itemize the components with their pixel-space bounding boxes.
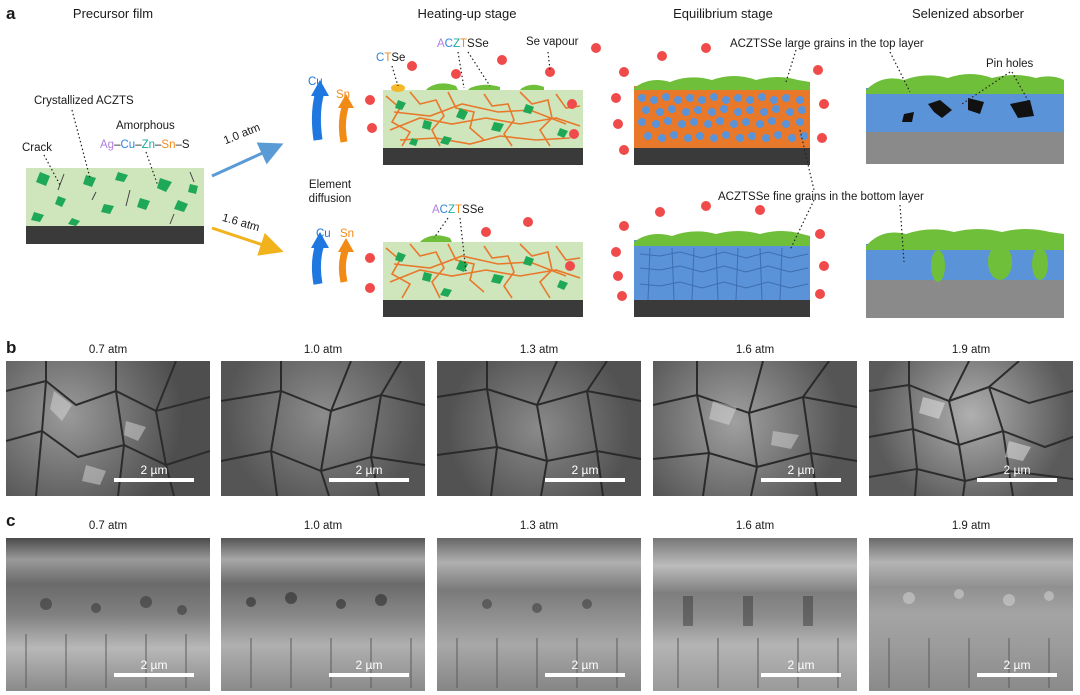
amorphous-label: Amorphous — [116, 120, 175, 132]
scale-bar-b2 — [329, 478, 409, 482]
scale-bar-b3 — [545, 478, 625, 482]
aczts-se-label-top: ACZTSSe — [437, 38, 489, 50]
panel-a-schematic — [26, 43, 1064, 318]
stage-absorber-title: Selenized absorber — [911, 6, 1025, 21]
scale-bar-c1 — [114, 673, 194, 677]
scale-bar-c3 — [545, 673, 625, 677]
pin-holes-label: Pin holes — [986, 58, 1034, 70]
acztsse-c2: C — [439, 204, 448, 216]
crystallized-aczts-label: Crystallized ACZTS — [34, 95, 134, 107]
scale-label-c3: 2 µm — [571, 658, 599, 672]
b-condition-5: 1.9 atm — [951, 344, 991, 356]
equilibrium-film-bottom — [634, 231, 810, 317]
acztsse-t: T — [460, 38, 468, 50]
comp-dash1: – — [114, 139, 121, 151]
sn-label-bottom: Sn — [340, 228, 355, 240]
absorber-film-top — [866, 74, 1064, 164]
comp-ag: Ag — [100, 139, 115, 151]
sem-surface-1: 2 µm — [6, 361, 210, 496]
crack-label: Crack — [22, 142, 53, 154]
b-condition-1: 0.7 atm — [88, 344, 128, 356]
sem-cross-section-1: 2 µm — [6, 538, 210, 691]
large-grains-label: ACZTSSe large grains in the top layer — [730, 38, 924, 50]
stage-equilibrium-title: Equilibrium stage — [673, 6, 773, 21]
scale-bar-c4 — [761, 673, 841, 677]
sem-surface-3: 2 µm — [437, 361, 641, 496]
heating-film-bottom — [383, 235, 583, 317]
scale-label-c1: 2 µm — [140, 658, 168, 672]
scale-label-c4: 2 µm — [787, 658, 815, 672]
scale-label-c5: 2 µm — [1003, 658, 1031, 672]
b-condition-3: 1.3 atm — [519, 344, 559, 356]
acztsse-sse2: SSe — [462, 204, 484, 216]
scale-bar-b5 — [977, 478, 1057, 482]
precursor-film — [26, 168, 204, 244]
equilibrium-film-top — [634, 76, 810, 165]
comp-zn: Zn — [141, 139, 156, 151]
comp-s: –S — [175, 139, 190, 151]
acztsse-t2: T — [455, 204, 463, 216]
acztsse-z2: Z — [447, 204, 456, 216]
sn-label-top: Sn — [336, 89, 351, 101]
fine-grains-label: ACZTSSe fine grains in the bottom layer — [718, 191, 924, 203]
scale-bar-b1 — [114, 478, 194, 482]
ctse-t: T — [384, 52, 392, 64]
cu-label-top: Cu — [308, 76, 323, 88]
c-condition-3: 1.3 atm — [519, 520, 559, 532]
sem-cross-section-3: 2 µm — [437, 538, 641, 691]
absorber-film-bottom — [866, 229, 1064, 318]
element-diffusion-label: Element diffusion — [308, 179, 352, 205]
c-condition-4: 1.6 atm — [735, 520, 775, 532]
ctse-se: Se — [391, 52, 406, 64]
sem-cross-section-2: 2 µm — [221, 538, 425, 691]
ctse-label: CTSe — [376, 52, 405, 64]
sem-cross-section-4: 2 µm — [653, 538, 857, 691]
sem-surface-2: 2 µm — [221, 361, 425, 496]
scale-label-b5: 2 µm — [1003, 463, 1031, 477]
acztsse-z: Z — [452, 38, 461, 50]
panel-c-label: c — [6, 511, 16, 530]
comp-cu: Cu — [120, 139, 136, 151]
comp-dash3: – — [155, 139, 162, 151]
acztsse-a2: A — [432, 204, 440, 216]
composition-label: Ag–Cu–Zn–Sn–S — [100, 139, 190, 151]
scale-label-c2: 2 µm — [355, 658, 383, 672]
cu-label-bottom: Cu — [316, 228, 331, 240]
sem-surface-4: 2 µm — [653, 361, 857, 496]
scale-label-b1: 2 µm — [140, 463, 168, 477]
ctse-c: C — [376, 52, 385, 64]
acztsse-c: C — [444, 38, 453, 50]
scale-bar-b4 — [761, 478, 841, 482]
comp-sn: Sn — [161, 139, 176, 151]
scale-label-b2: 2 µm — [355, 463, 383, 477]
comp-dash2: – — [135, 139, 142, 151]
stage-precursor-title: Precursor film — [72, 6, 154, 21]
stage-heating-title: Heating-up stage — [417, 6, 517, 21]
panel-b-label: b — [6, 338, 17, 357]
scale-label-b3: 2 µm — [571, 463, 599, 477]
acztsse-a: A — [437, 38, 445, 50]
c-condition-5: 1.9 atm — [951, 520, 991, 532]
b-condition-2: 1.0 atm — [303, 344, 343, 356]
scale-bar-c2 — [329, 673, 409, 677]
scale-label-b4: 2 µm — [787, 463, 815, 477]
heating-film-top — [383, 83, 583, 165]
scale-bar-c5 — [977, 673, 1057, 677]
panel-a-label: a — [6, 4, 16, 23]
sem-cross-section-5: 2 µm — [869, 538, 1073, 691]
c-condition-1: 0.7 atm — [88, 520, 128, 532]
c-condition-2: 1.0 atm — [303, 520, 343, 532]
se-vapour-label: Se vapour — [526, 36, 579, 48]
aczts-se-label-bottom: ACZTSSe — [432, 204, 484, 216]
b-condition-4: 1.6 atm — [735, 344, 775, 356]
sem-surface-5: 2 µm — [869, 361, 1073, 496]
acztsse-sse: SSe — [467, 38, 489, 50]
